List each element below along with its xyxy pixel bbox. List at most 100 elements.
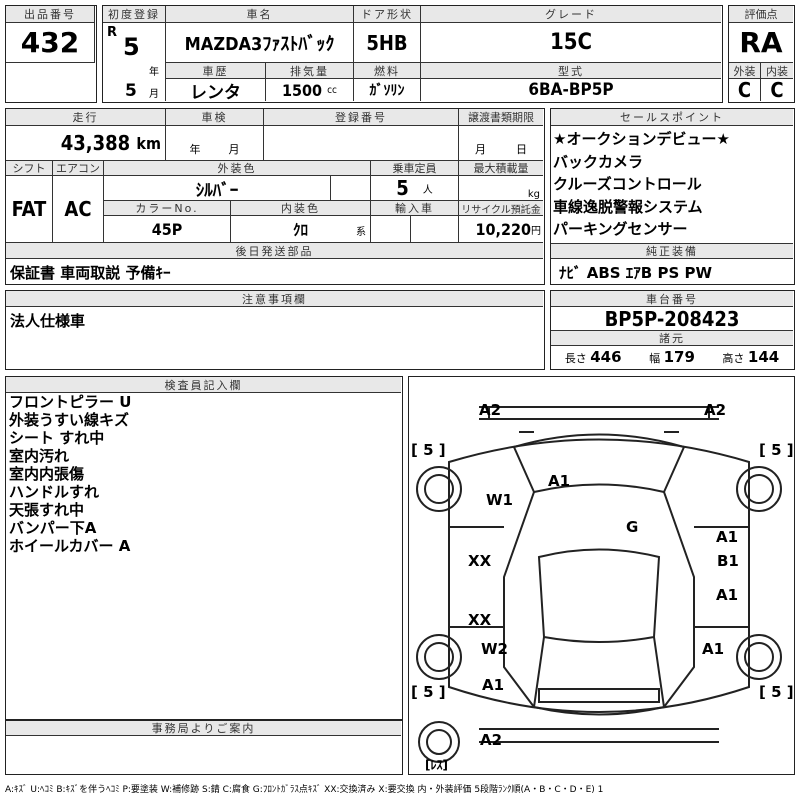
shift-label: シフト (6, 161, 53, 176)
vehicle-info-box: 初度登録 車名 ドア形状 グレード R 5 年 5 月 MAZDA3ﾌｧｽﾄﾊﾞ… (102, 5, 723, 103)
later-parts-label: 後日発送部品 (6, 243, 543, 259)
damage-mark: G (626, 518, 639, 536)
damage-mark: A2 (479, 401, 502, 419)
recycle-amount: 10,220 (475, 219, 531, 239)
model-label: 型式 (421, 63, 721, 79)
int-color-text: ｸﾛ (292, 220, 308, 239)
fuel-value: ｶﾞｿﾘﾝ (354, 79, 421, 101)
notes-box: 注意事項欄 法人仕様車 (5, 290, 545, 370)
sales-label: セールスポイント (551, 109, 793, 126)
damage-mark: A1 (716, 586, 739, 604)
height-label: 高さ (722, 352, 745, 365)
damage-mark: [ 5 ] (759, 441, 794, 459)
sales-point: パーキングセンサー (553, 220, 688, 238)
history-value: レンタ (166, 79, 266, 101)
mileage-number: 43,388 (60, 131, 131, 155)
era: R (107, 25, 118, 40)
year-unit: 年 (189, 143, 201, 156)
inspector-note: 外装うすい線キズ (9, 411, 130, 429)
damage-mark: A1 (482, 676, 505, 694)
car-name-label: 車名 (166, 6, 354, 23)
transfer-value: 月日 (459, 126, 543, 161)
inspector-note: フロントピラー U (9, 393, 132, 411)
damage-mark: A1 (716, 528, 739, 546)
notes-value: 法人仕様車 (10, 312, 86, 330)
transfer-label: 譲渡書類期限 (459, 109, 543, 126)
fuel-label: 燃料 (354, 63, 421, 79)
damage-mark: A1 (548, 472, 571, 490)
damage-mark: W1 (486, 491, 513, 509)
int-score-label: 内装 (761, 63, 793, 79)
length-label: 長さ (564, 352, 587, 365)
day-unit: 日 (516, 143, 527, 156)
inspector-label: 検査員記入欄 (6, 377, 401, 393)
month-unit: 月 (228, 143, 240, 156)
inspector-note: シート すれ中 (9, 429, 105, 447)
color-no-label: カラーNo. (104, 201, 231, 216)
spec-label: 諸元 (551, 331, 793, 346)
import-value-2 (411, 216, 459, 243)
inspector-box: 検査員記入欄 フロントピラー U 外装うすい線キズ シート すれ中 室内汚れ 室… (5, 376, 403, 720)
mileage-value: 43,388 km (6, 126, 166, 161)
inspector-note: バンパー下A (9, 519, 97, 537)
ac-value: AC (53, 176, 104, 243)
recycle-label: リサイクル預託金 (459, 201, 543, 216)
inspector-note: 天張すれ中 (9, 501, 85, 519)
car-name: MAZDA3ﾌｧｽﾄﾊﾞｯｸ (166, 23, 354, 63)
reg-year: 5 (123, 33, 140, 61)
int-color-label: 内装色 (231, 201, 371, 216)
score-label: 評価点 (729, 6, 793, 23)
chassis-box: 車台番号 BP5P-208423 諸元 長さ 446 幅 179 高さ 144 (550, 290, 795, 370)
damage-mark: [ 5 ] (411, 683, 446, 701)
damage-mark: A2 (480, 731, 503, 749)
first-reg-label: 初度登録 (103, 6, 166, 23)
displacement-number: 1500 (282, 80, 323, 100)
lot-box: 出品番号 432 (5, 5, 97, 103)
ac-label: エアコン (53, 161, 104, 176)
later-parts-value: 保証書 車両取説 予備ｷｰ (10, 264, 171, 282)
car-outline (416, 406, 782, 763)
person-unit: 人 (422, 184, 433, 196)
yen-unit: 円 (531, 225, 541, 237)
width-spec: 幅 179 (649, 348, 695, 366)
chassis-label: 車台番号 (551, 291, 793, 307)
grade-label: グレード (421, 6, 721, 23)
inspector-note: 室内汚れ (9, 447, 70, 465)
sales-box: セールスポイント ★オークションデビュー★ バックカメラ クルーズコントロール … (550, 108, 795, 285)
capacity-label: 乗車定員 (371, 161, 459, 176)
spec-row: 長さ 446 幅 179 高さ 144 (551, 346, 793, 368)
inspector-note: 室内内張傷 (9, 465, 85, 483)
ext-score: C (729, 79, 761, 101)
damage-mark: [ 5 ] (759, 683, 794, 701)
chassis-number: BP5P-208423 (551, 307, 793, 331)
height-spec: 高さ 144 (722, 348, 779, 366)
lot-number: 432 (6, 23, 95, 63)
mileage-label: 走行 (6, 109, 166, 126)
shift-value: FAT (6, 176, 53, 243)
model-value: 6BA-BP5P (528, 80, 614, 100)
inspector-notes: フロントピラー U 外装うすい線キズ シート すれ中 室内汚れ 室内内張傷 ハン… (9, 393, 131, 555)
grade-value: 15C (421, 23, 721, 63)
reg-no-value (264, 126, 459, 161)
reg-month: 5 (125, 81, 137, 101)
height-value: 144 (747, 348, 780, 366)
notes-label: 注意事項欄 (6, 291, 543, 307)
sales-point: 車線逸脱警報システム (553, 197, 703, 216)
score-value: RA (729, 23, 793, 63)
displacement-value: 1500 cc (266, 79, 354, 101)
inspection-value: 年月 (166, 126, 264, 161)
import-value-1 (371, 216, 411, 243)
score-box: 評価点 RA 外装 内装 C C (728, 5, 795, 103)
ext-score-label: 外装 (729, 63, 761, 79)
door-value: 5HB (354, 23, 421, 63)
ext-color-extra (331, 176, 371, 201)
damage-diagram: A2 A2 [ 5 ] [ 5 ] A1 W1 G A1 XX B1 A1 XX… (408, 376, 795, 775)
inspector-note: ハンドルすれ (9, 483, 100, 501)
ext-color-label: 外装色 (104, 161, 371, 176)
sales-points-list: ★オークションデビュー★ バックカメラ クルーズコントロール 車線逸脱警報システ… (553, 128, 730, 241)
equip-value: ﾅﾋﾞ ABS ｴｱB PS PW (559, 264, 713, 282)
int-score: C (770, 79, 784, 101)
length-spec: 長さ 446 (565, 348, 622, 366)
equip-label: 純正装備 (551, 243, 793, 259)
